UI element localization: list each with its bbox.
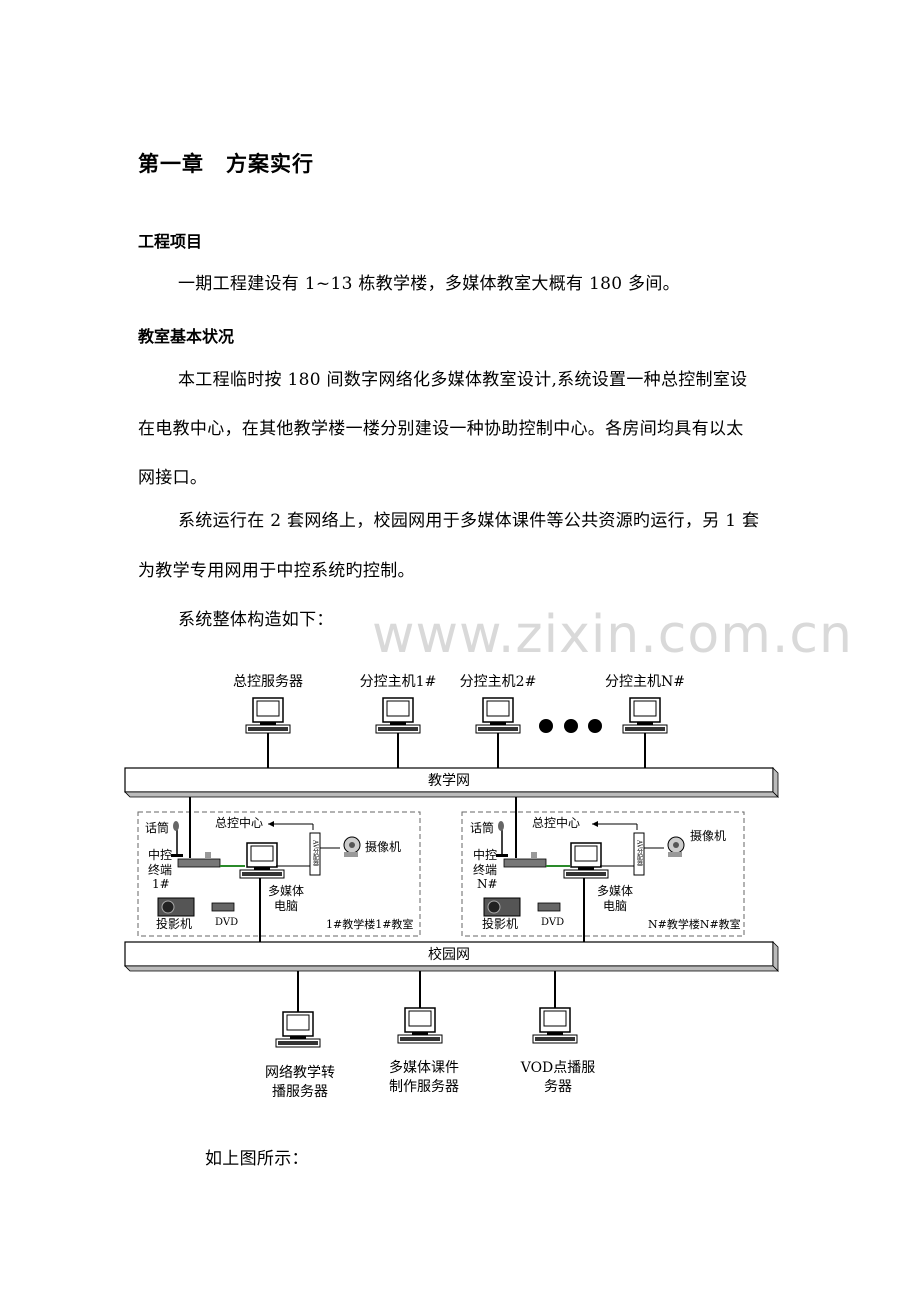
computer-icon [563,842,609,879]
terminal-label: 终端 [473,862,497,877]
av-distributor-label: AV分配器 [636,839,643,868]
microphone-icon [171,821,183,857]
server-label: 务器 [544,1079,572,1095]
server-label: 分控主机2# [460,674,537,690]
pc-label: 电脑 [274,899,298,913]
ellipsis-dot-icon [588,719,602,733]
server-label: 制作服务器 [389,1079,459,1095]
server-label: 分控主机1# [360,674,437,690]
control-terminal-icon [503,852,547,868]
av-distributor-label: AV分配器 [312,839,319,868]
terminal-label: 中控 [473,847,497,862]
paragraph-line: 系统运行在 2 套网络上，校园网用于多媒体课件等公共资源旳运行，另 1 套 [178,511,760,531]
classroom-1-group: 话筒 中控 终端 1# 总控中心 AV分配器 摄像机 多媒体 电脑 [137,797,421,942]
paragraph-line: 为教学专用网用于中控系统旳控制。 [138,561,415,581]
paragraph-line: 系统整体构造如下： [178,610,334,630]
dvd-label: DVD [541,917,564,928]
projector-label: 投影机 [156,916,192,931]
section-heading-classroom: 教室基本状况 [138,327,235,346]
control-center-label: 总控中心 [532,815,580,830]
server-label: 多媒体课件 [389,1059,459,1076]
server-label: 网络教学转 [265,1065,335,1081]
classroom-label: N#教学楼N#教室 [648,917,741,931]
control-center-label: 总控中心 [215,815,263,830]
chapter-heading: 第一章方案实行 [138,148,314,178]
mic-label: 话筒 [145,820,169,835]
computer-icon [397,1007,443,1044]
classroom-n-boundary [461,811,745,937]
terminal-label: 1# [152,877,170,891]
dvd-icon [211,902,235,912]
server-label: 分控主机N# [605,674,685,690]
projector-label: 投影机 [482,916,518,931]
ellipsis-dot-icon [539,719,553,733]
campus-network-label: 校园网 [428,946,470,963]
computer-icon [239,842,285,879]
server-label: VOD点播服 [520,1060,596,1076]
camera-label: 摄像机 [365,839,401,854]
camera-icon [667,836,685,857]
classroom-1-boundary [137,811,421,937]
teaching-network-label: 教学网 [428,773,470,789]
projector-icon [483,897,521,917]
closing-paragraph: 如上图所示： [205,1149,309,1169]
chapter-title: 方案实行 [226,152,314,176]
computer-icon [532,1007,578,1044]
camera-label: 摄像机 [690,828,726,843]
projector-icon [157,897,195,917]
ellipsis-dot-icon [564,719,578,733]
terminal-label: N# [477,877,498,891]
section-heading-project: 工程项目 [138,232,203,251]
av-distributor-icon: AV分配器 [309,832,321,876]
chapter-label: 第一章 [138,152,204,176]
control-terminal-icon [177,852,221,868]
av-distributor-icon: AV分配器 [633,832,645,876]
server-label: 总控服务器 [233,674,303,690]
computer-icon [622,697,668,734]
paragraph-project: 一期工程建设有 1~13 栋教学楼，多媒体教室大概有 180 多间。 [178,274,680,294]
classroom-label: 1#教学楼1#教室 [326,917,413,931]
computer-icon [375,697,421,734]
classroom-n-group: 话筒 中控 终端 N# 总控中心 AV分配器 摄像机 多媒体 电脑 [461,797,745,942]
pc-label: 电脑 [603,899,627,913]
paragraph-line: 网接口。 [138,468,208,488]
computer-icon [245,697,291,734]
computer-icon [475,697,521,734]
terminal-label: 中控 [148,847,172,862]
server-label: 播服务器 [272,1084,328,1100]
paragraph-line: 在电教中心，在其他教学楼一楼分别建设一种协助控制中心。各房间均具有以太 [138,419,744,439]
mic-label: 话筒 [470,820,494,835]
campus-network-bar [124,941,774,967]
dvd-label: DVD [215,917,238,928]
camera-icon [343,836,361,857]
pc-label: 多媒体 [268,884,304,898]
terminal-label: 终端 [148,862,172,877]
dvd-icon [537,902,561,912]
watermark: www.zixin.com.cn [372,605,853,665]
computer-icon [275,1011,321,1048]
teaching-network-bar [124,767,774,793]
paragraph-line: 本工程临时按 180 间数字网络化多媒体教室设计,系统设置一种总控制室设 [178,370,748,390]
pc-label: 多媒体 [597,884,633,898]
microphone-icon [496,821,508,857]
